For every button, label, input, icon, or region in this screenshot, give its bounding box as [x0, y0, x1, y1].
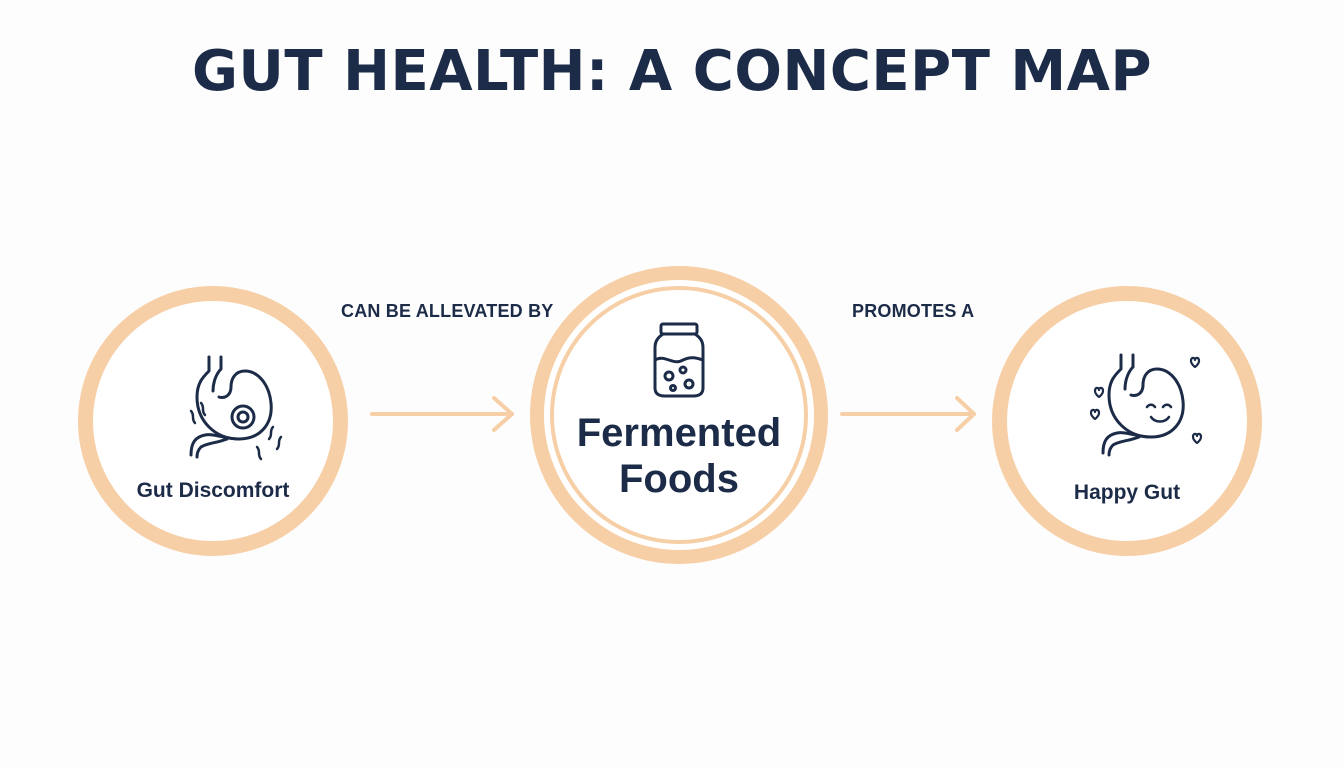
arrow-discomfort-to-fermented [370, 396, 514, 432]
inner-ring [550, 286, 808, 544]
arrow-fermented-to-happy [840, 396, 976, 432]
node-fermented-foods: Fermented Foods [530, 266, 828, 564]
node-label-line-2: Foods [619, 457, 739, 501]
node-happy-gut: Happy Gut [992, 286, 1262, 556]
happy-stomach-icon [1089, 353, 1203, 457]
edge-label-alleviated-by: CAN BE ALLEVATED BY [341, 301, 554, 321]
irritated-stomach-icon [189, 355, 283, 461]
node-label-happy-gut: Happy Gut [1073, 481, 1181, 504]
fermentation-jar-icon [653, 322, 705, 398]
node-label-gut-discomfort: Gut Discomfort [136, 479, 290, 502]
node-label-fermented-foods: Fermented Foods [544, 410, 814, 502]
page-title: GUT HEALTH: A CONCEPT MAP [191, 39, 1153, 104]
node-label-line-1: Fermented [576, 411, 782, 455]
edge-label-promotes-a: PROMOTES A [852, 301, 975, 321]
node-gut-discomfort: Gut Discomfort [78, 286, 348, 556]
